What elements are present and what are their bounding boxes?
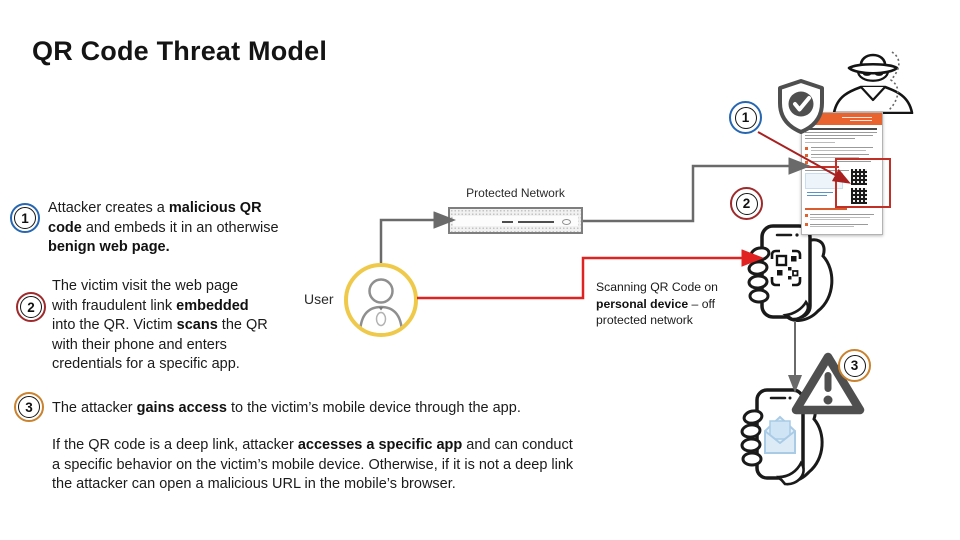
qr-code-icon (851, 188, 867, 204)
webpage-bullet (805, 153, 808, 157)
dashed-scribble-icon (888, 51, 900, 111)
user-icon (344, 263, 418, 337)
step-3-marker: 3 (14, 392, 44, 422)
arrow-user-to-network (379, 211, 456, 263)
page-title: QR Code Threat Model (32, 36, 328, 66)
network-appliance-face (453, 216, 578, 226)
phone-mail-icon (740, 388, 824, 486)
webpage-text-line (805, 128, 877, 130)
step-3-text: The attacker gains access to the victim’… (52, 400, 521, 416)
webpage-text-line (810, 223, 868, 225)
step-1-marker: 1 (10, 203, 40, 233)
webpage-text-line (805, 142, 835, 143)
step-3-number: 3 (18, 396, 40, 418)
scan-annotation: Scanning QR Code on personal device – of… (596, 280, 718, 328)
webpage-header-line (842, 117, 872, 118)
attacker-spy-icon (832, 53, 914, 114)
webpage-text-line (810, 226, 854, 227)
network-port (562, 218, 571, 225)
webpage-header-line (850, 120, 872, 121)
step-2-number: 2 (20, 296, 42, 318)
diagram-marker-2-number: 2 (735, 192, 758, 215)
webpage-red-heading (805, 166, 839, 168)
webpage-text-line (805, 134, 873, 136)
step-2-marker: 2 (16, 292, 46, 322)
webpage-text-line (811, 149, 866, 151)
webpage-orange-heading (805, 208, 847, 210)
phone-scanning-qr-icon (747, 224, 834, 322)
qr-code-icon (851, 169, 867, 185)
diagram-marker-1-number: 1 (734, 106, 757, 129)
webpage-text-line (810, 214, 874, 215)
person-icon (358, 278, 404, 333)
webpage-link-line (807, 192, 833, 193)
step-1-number: 1 (14, 207, 36, 229)
user-label: User (304, 291, 334, 307)
diagram-marker-3: 3 (838, 349, 871, 382)
network-label: Protected Network (466, 186, 565, 200)
warning-triangle-icon (791, 352, 865, 415)
webpage-text-line (810, 219, 850, 220)
webpage-text-line (810, 216, 870, 218)
webpage-text-line (811, 147, 873, 148)
shield-check-icon (778, 79, 824, 134)
step-2-text: The victim visit the web page with fraud… (52, 278, 268, 373)
webpage-link-line (807, 194, 827, 196)
network-dash (502, 220, 513, 223)
webpage-bullet (805, 223, 808, 226)
webpage-text-line (811, 154, 869, 155)
webpage-bullet (805, 146, 808, 150)
network-appliance-icon (448, 207, 583, 234)
webpage-bullet (805, 160, 808, 164)
diagram-marker-2: 2 (730, 187, 763, 220)
open-envelope-icon (764, 415, 796, 454)
webpage-text-line (805, 138, 855, 139)
footnote-text: If the QR code is a deep link, attacker … (52, 437, 574, 493)
webpage-text-line (805, 131, 877, 133)
diagram-marker-3-number: 3 (843, 354, 866, 377)
step-1-text: Attacker creates a malicious QR code and… (48, 200, 279, 256)
network-dash (518, 220, 554, 223)
webpage-text-line (811, 161, 871, 162)
webpage-header-bar (802, 113, 882, 125)
diagram-marker-1: 1 (729, 101, 762, 134)
qr-highlight-box (835, 158, 891, 208)
webpage-bullet (805, 213, 808, 217)
